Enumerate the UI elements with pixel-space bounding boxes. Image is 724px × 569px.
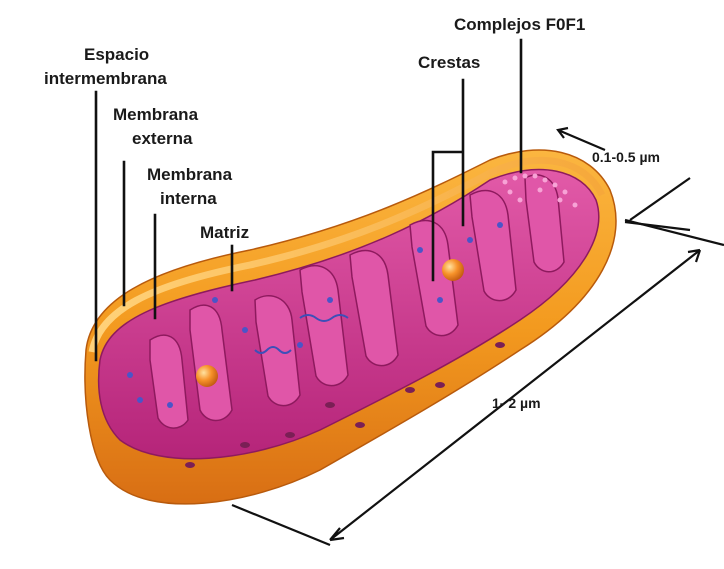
label-membrana-int-line2: interna bbox=[160, 189, 217, 208]
granule bbox=[442, 259, 464, 281]
label-membrana-ext-line1: Membrana bbox=[113, 105, 199, 124]
label-dim-length: 1- 2 µm bbox=[492, 395, 541, 411]
label-membrana-int-line1: Membrana bbox=[147, 165, 233, 184]
granule bbox=[196, 365, 218, 387]
label-complejos: Complejos F0F1 bbox=[454, 15, 585, 34]
dim-length-tick bbox=[232, 505, 330, 545]
label-matriz: Matriz bbox=[200, 223, 249, 242]
dim-width-lines-2 bbox=[625, 220, 724, 245]
label-espacio-line1: Espacio bbox=[84, 45, 149, 64]
label-crestas: Crestas bbox=[418, 53, 480, 72]
label-dim-width: 0.1-0.5 µm bbox=[592, 149, 660, 165]
label-membrana-ext-line2: externa bbox=[132, 129, 193, 148]
label-espacio-line2: intermembrana bbox=[44, 69, 167, 88]
